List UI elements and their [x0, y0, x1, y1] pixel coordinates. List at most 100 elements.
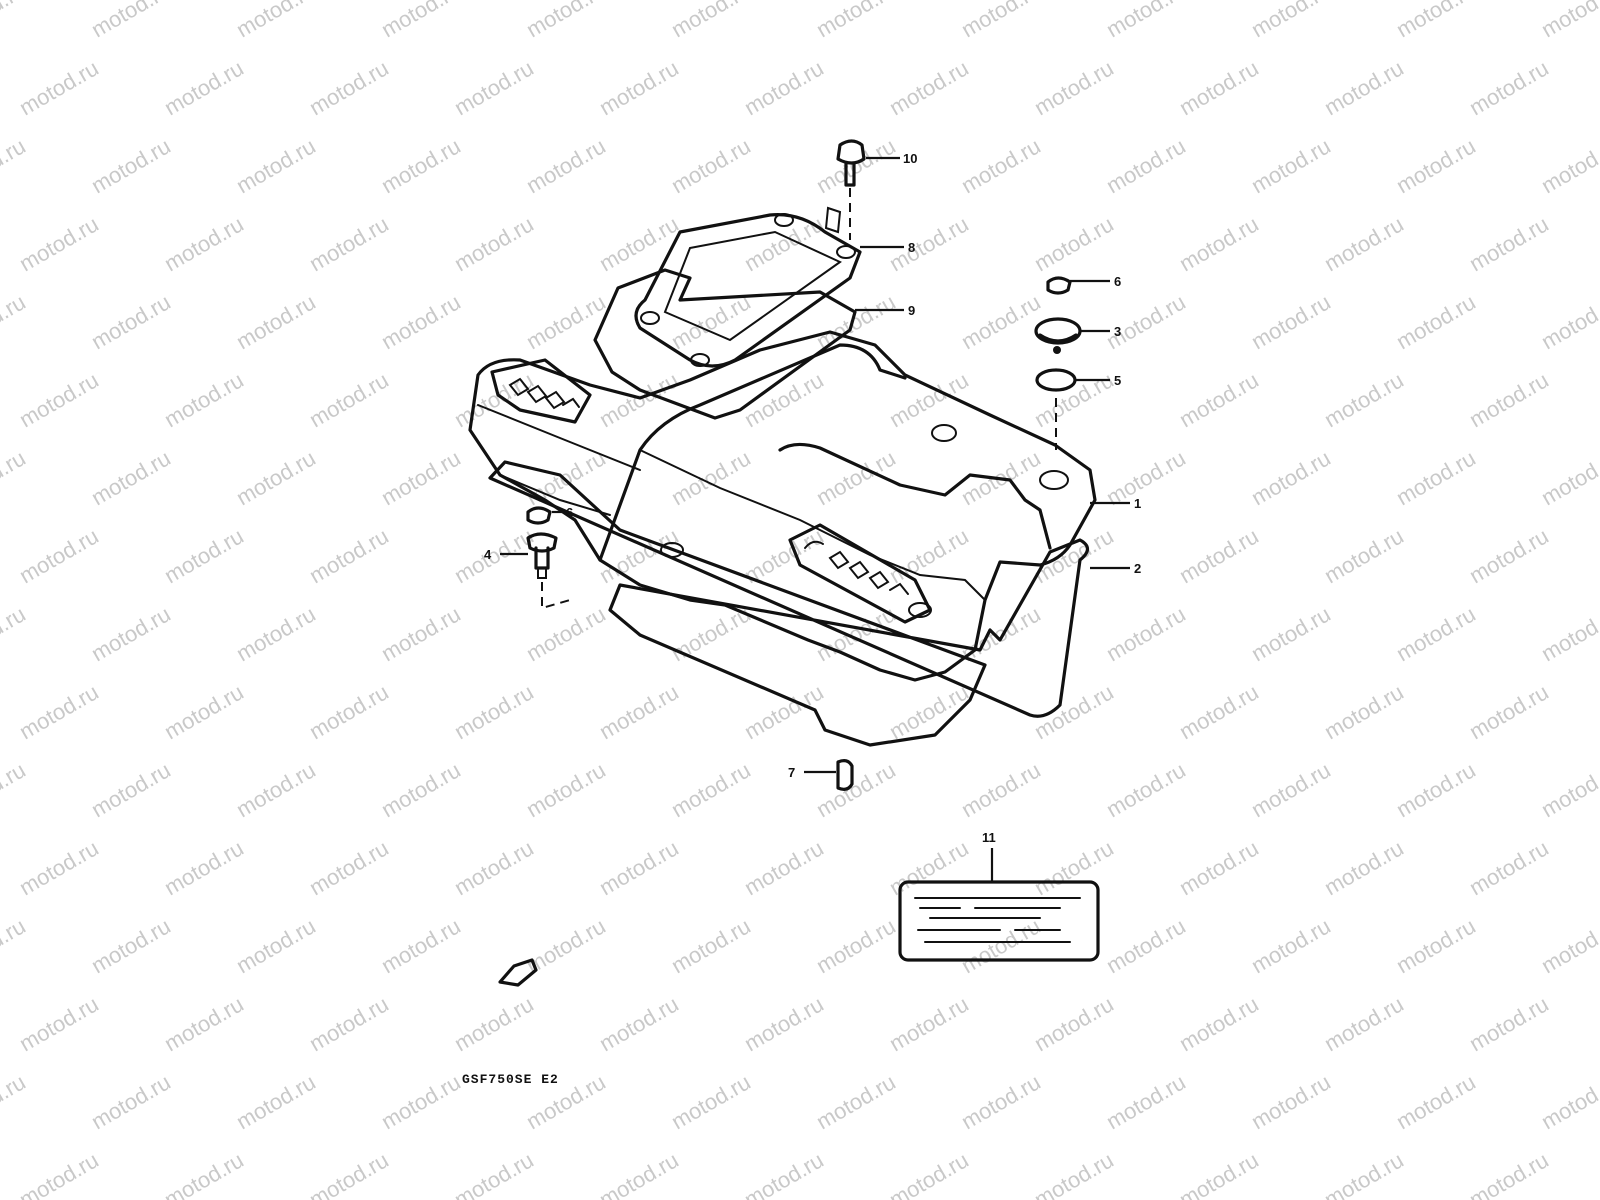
oil-filler-o-ring: [1035, 368, 1077, 392]
watermark-text: motod.ru: [1030, 679, 1118, 744]
watermark-text: motod.ru: [1030, 835, 1118, 900]
watermark-text: motod.ru: [957, 601, 1045, 666]
watermark-text: motod.ru: [0, 913, 30, 978]
watermark-text: motod.ru: [740, 211, 828, 276]
watermark-text: motod.ru: [1247, 601, 1335, 666]
watermark-text: motod.ru: [1537, 289, 1600, 354]
cover-center-ridge: [598, 343, 907, 562]
cover-bolt-axis-line: [541, 582, 571, 610]
callout-4: 4: [484, 547, 492, 562]
watermark-text: motod.ru: [667, 0, 755, 42]
watermark-text: motod.ru: [1030, 211, 1118, 276]
watermark-text: motod.ru: [450, 523, 538, 588]
callout-9: 9: [908, 303, 915, 318]
watermark-text: motod.ru: [15, 55, 103, 120]
watermark-text: motod.ru: [160, 1147, 248, 1200]
cylinder-head-cover: [468, 330, 1097, 682]
watermark-text: motod.ru: [667, 913, 755, 978]
watermark-text: motod.ru: [160, 523, 248, 588]
watermark-text: motod.ru: [1320, 835, 1408, 900]
watermark-text: motod.ru: [1175, 523, 1263, 588]
watermark-text: motod.ru: [87, 445, 175, 510]
cover-bolt-holes: [660, 424, 1069, 618]
watermark-text: motod.ru: [740, 1147, 828, 1200]
watermark-text: motod.ru: [1102, 1069, 1190, 1134]
watermark-text: motod.ru: [15, 211, 103, 276]
watermark-text: motod.ru: [1102, 133, 1190, 198]
watermark-text: motod.ru: [1537, 913, 1600, 978]
watermark-text: motod.ru: [15, 835, 103, 900]
caution-label: [898, 880, 1100, 962]
watermark-text: motod.ru: [1102, 601, 1190, 666]
watermark-text: motod.ru: [1247, 1069, 1335, 1134]
cam-end-plug: [836, 759, 854, 791]
breather-pipe: [824, 206, 842, 234]
watermark-text: motod.ru: [160, 991, 248, 1056]
watermark-text: motod.ru: [377, 913, 465, 978]
watermark-text: motod.ru: [377, 0, 465, 42]
watermark-text: motod.ru: [232, 0, 320, 42]
watermark-text: motod.ru: [232, 757, 320, 822]
watermark-text: motod.ru: [87, 133, 175, 198]
watermark-text: motod.ru: [595, 1147, 683, 1200]
watermark-text: motod.ru: [15, 523, 103, 588]
watermark-text: motod.ru: [1175, 679, 1263, 744]
watermark-text: motod.ru: [377, 1069, 465, 1134]
watermark-text: motod.ru: [15, 367, 103, 432]
model-code: GSF750SE E2: [462, 1072, 559, 1087]
watermark-text: motod.ru: [232, 913, 320, 978]
watermark-text: motod.ru: [1537, 0, 1600, 42]
watermark-text: motod.ru: [1102, 445, 1190, 510]
watermark-text: motod.ru: [1392, 1069, 1480, 1134]
watermark-text: motod.ru: [160, 367, 248, 432]
watermark-text: motod.ru: [1537, 1069, 1600, 1134]
watermark-text: motod.ru: [305, 211, 393, 276]
watermark-text: motod.ru: [957, 133, 1045, 198]
watermark-text: motod.ru: [1247, 913, 1335, 978]
watermark-text: motod.ru: [667, 445, 755, 510]
watermark-text: motod.ru: [87, 913, 175, 978]
watermark-text: motod.ru: [885, 991, 973, 1056]
watermark-text: motod.ru: [1030, 1147, 1118, 1200]
watermark-text: motod.ru: [1320, 55, 1408, 120]
callout-6-upper: 6: [1114, 274, 1121, 289]
cylinder-head-cover-gasket: [488, 460, 1090, 747]
right-logo-emblem: [804, 540, 909, 595]
watermark-text: motod.ru: [957, 0, 1045, 42]
watermark-text: motod.ru: [1102, 0, 1190, 42]
watermark-text: motod.ru: [1465, 835, 1553, 900]
watermark-text: motod.ru: [1247, 757, 1335, 822]
watermark-text: motod.ru: [232, 1069, 320, 1134]
watermark-text: motod.ru: [15, 679, 103, 744]
breather-cover-gasket: [593, 268, 857, 420]
watermark-text: motod.ru: [305, 679, 393, 744]
watermark-text: motod.ru: [667, 757, 755, 822]
callout-6-lower: 6: [566, 505, 573, 520]
watermark-text: motod.ru: [812, 0, 900, 42]
breather-bolt-bosses: [640, 213, 856, 367]
watermark-text: motod.ru: [450, 835, 538, 900]
watermark-text: motod.ru: [377, 133, 465, 198]
watermark-text: motod.ru: [1030, 55, 1118, 120]
watermark-text: motod.ru: [957, 913, 1045, 978]
watermark-text: motod.ru: [377, 289, 465, 354]
callout-1: 1: [1134, 496, 1141, 511]
watermark-text: motod.ru: [0, 445, 30, 510]
cover-mounting-bolt: [526, 532, 558, 579]
watermark-text: motod.ru: [0, 601, 30, 666]
watermark-text: motod.ru: [1175, 367, 1263, 432]
watermark-text: motod.ru: [1175, 55, 1263, 120]
watermark-text: motod.ru: [305, 991, 393, 1056]
watermark-text: motod.ru: [667, 133, 755, 198]
watermark-text: motod.ru: [1392, 289, 1480, 354]
oil-filler-cap: [1034, 317, 1082, 354]
watermark-text: motod.ru: [812, 289, 900, 354]
callout-10: 10: [903, 151, 917, 166]
watermark-text: motod.ru: [522, 0, 610, 42]
watermark-text: motod.ru: [1537, 601, 1600, 666]
watermark-text: motod.ru: [1537, 133, 1600, 198]
watermark-text: motod.ru: [1392, 601, 1480, 666]
watermark-text: motod.ru: [522, 133, 610, 198]
watermark-text: motod.ru: [0, 757, 30, 822]
